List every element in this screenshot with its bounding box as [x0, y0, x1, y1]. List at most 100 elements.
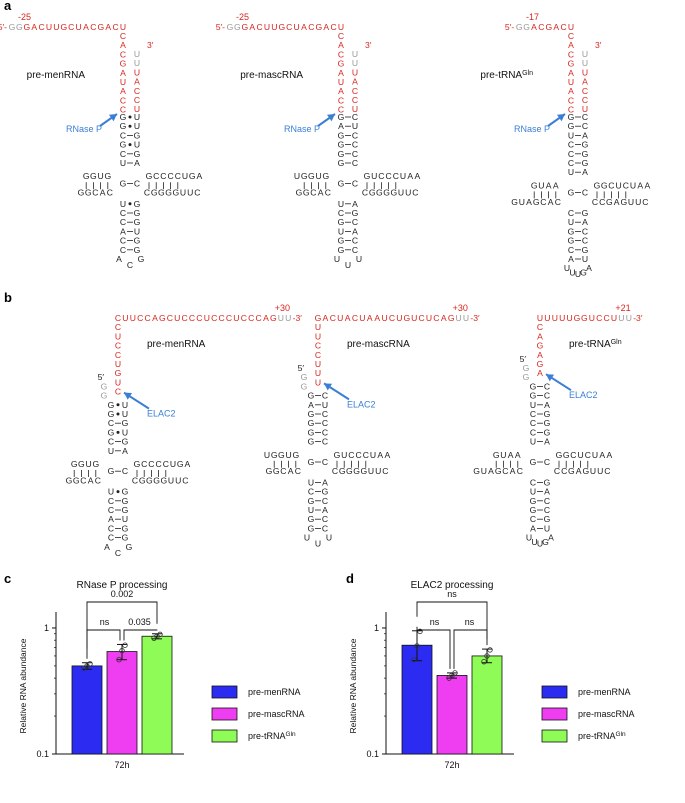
- d-arm-nt: A: [510, 466, 516, 476]
- t-arm-nt: A: [415, 171, 421, 181]
- t-arm-nt: A: [407, 171, 413, 181]
- anticodon-stem-5-nt: G: [530, 496, 537, 506]
- t-arm-nt: C: [332, 466, 338, 476]
- acceptor-stem-5-nt: G: [568, 121, 575, 131]
- trailer-nt: U: [544, 313, 550, 323]
- leader-nt: G: [227, 22, 234, 32]
- anticodon-stem-5-nt: C: [108, 523, 114, 533]
- t-arm-nt: C: [554, 466, 560, 476]
- enzyme-label: RNase P: [66, 124, 102, 134]
- t-arm-nt: G: [594, 180, 601, 190]
- d-arm-nt: A: [526, 197, 532, 207]
- anticodon-loop-nt: U: [345, 260, 351, 270]
- d-arm-nt: G: [493, 450, 500, 460]
- anticodon-loop-nt: G: [542, 537, 549, 547]
- t-arm-nt: C: [393, 171, 399, 181]
- replicate-point: [411, 657, 417, 663]
- leader-nt: C: [68, 22, 74, 32]
- anticodon-loop-nt: C: [115, 548, 121, 558]
- anticodon-loop-nt: U: [569, 267, 575, 277]
- acceptor-stem-3-nt: A: [582, 130, 588, 140]
- acceptor-stem-3-nt: U: [322, 400, 328, 410]
- anticodon-stem-3-nt: C: [582, 226, 588, 236]
- anticodon-stem-5-nt: U: [530, 487, 536, 497]
- legend-label: pre-menRNA: [578, 687, 631, 697]
- t-arm-nt: C: [132, 475, 138, 485]
- d-arm-nt: G: [85, 188, 92, 198]
- trailer-nt: U: [130, 313, 136, 323]
- anticodon-loop-nt: G: [580, 267, 587, 277]
- trailer-stem-nt: C: [115, 341, 121, 351]
- t-arm-nt: G: [360, 466, 367, 476]
- acceptor-stem-5-nt: U: [568, 130, 574, 140]
- t-arm-nt: U: [168, 475, 174, 485]
- leader-nt: G: [545, 22, 552, 32]
- anticodon-stem-3-nt: G: [582, 245, 589, 255]
- acceptor-stem-5-nt: U: [120, 158, 126, 168]
- anticodon-stem-3-nt: G: [134, 199, 141, 209]
- t-arm-nt: G: [364, 171, 371, 181]
- x-category-label: 72h: [444, 760, 459, 770]
- trailer-nt: A: [323, 313, 329, 323]
- leader-stem-nt: G: [120, 59, 127, 69]
- junction-nt: C: [322, 457, 328, 467]
- d-arm-nt: A: [288, 466, 294, 476]
- legend-label: pre-tRNAGln: [578, 731, 626, 742]
- junction-nt: G: [338, 178, 345, 188]
- d-arm-nt: G: [292, 450, 299, 460]
- anticodon-loop-nt: C: [127, 260, 133, 270]
- anticodon-stem-3-nt: A: [544, 487, 550, 497]
- anticodon-stem-3-nt: G: [582, 208, 589, 218]
- anticodon-stem-5-nt: A: [568, 254, 574, 264]
- leader-position-number: -25: [236, 12, 249, 22]
- trailer-position-number: +21: [615, 303, 630, 313]
- anticodon-loop-nt: A: [116, 254, 122, 264]
- acceptor-stem-5-nt: G: [120, 121, 127, 131]
- acceptor-stem-3-nt: A: [134, 158, 140, 168]
- t-arm-nt: A: [599, 450, 605, 460]
- acceptor-stem-3-nt: A: [582, 167, 588, 177]
- acceptor-stem-5-nt: G: [338, 130, 345, 140]
- anticodon-stem-3-nt: C: [352, 217, 358, 227]
- cleavage-arrow: [545, 373, 572, 392]
- anticodon-stem-3-nt: G: [134, 217, 141, 227]
- leader-nt: G: [301, 381, 308, 391]
- three-prime-label: 3′: [595, 40, 602, 50]
- trailer-nt: U: [559, 313, 565, 323]
- junction-nt: C: [544, 457, 550, 467]
- t-arm-nt: G: [353, 466, 360, 476]
- t-arm-nt: U: [400, 171, 406, 181]
- gu-pair-dot: [128, 115, 132, 119]
- trailer-nt: U: [204, 313, 210, 323]
- acceptor-stem-3-nt: C: [322, 427, 328, 437]
- leader-stem-nt: C: [120, 31, 126, 41]
- legend-entry: pre-menRNA: [541, 685, 631, 699]
- trailer-nt: U: [552, 313, 558, 323]
- anticodon-stem-5-nt: G: [338, 245, 345, 255]
- anticodon-loop-nt: U: [531, 537, 537, 547]
- trailer-nt: C: [241, 313, 247, 323]
- acceptor-stem-3-nt: U: [352, 121, 358, 131]
- three-prime-label: 3′: [147, 40, 154, 50]
- acceptor-stem-5-nt: C: [530, 427, 536, 437]
- anticodon-loop-nt: U: [526, 533, 532, 543]
- anticodon-stem-5-nt: A: [120, 226, 126, 236]
- anticodon-stem-5-nt: C: [108, 496, 114, 506]
- trailer-stem-nt: U: [315, 359, 321, 369]
- anticodon-stem-5-nt: U: [308, 477, 314, 487]
- acceptor-stem-3-nt: G: [582, 149, 589, 159]
- acceptor-stem-3-nt: G: [134, 149, 141, 159]
- acceptor-stem-5-nt: G: [308, 409, 315, 419]
- leader-nt: G: [101, 381, 108, 391]
- acceptor-stem-5-nt: C: [108, 437, 114, 447]
- d-arm-nt: U: [264, 450, 270, 460]
- leader-nt: C: [330, 22, 336, 32]
- anticodon-stem-5-nt: C: [308, 487, 314, 497]
- trailer-stem-nt: G: [537, 359, 544, 369]
- legend-swatch: [541, 707, 568, 721]
- trailer-nt: U: [411, 313, 417, 323]
- trailer-nt: C: [330, 313, 336, 323]
- trailer-nt: C: [596, 313, 602, 323]
